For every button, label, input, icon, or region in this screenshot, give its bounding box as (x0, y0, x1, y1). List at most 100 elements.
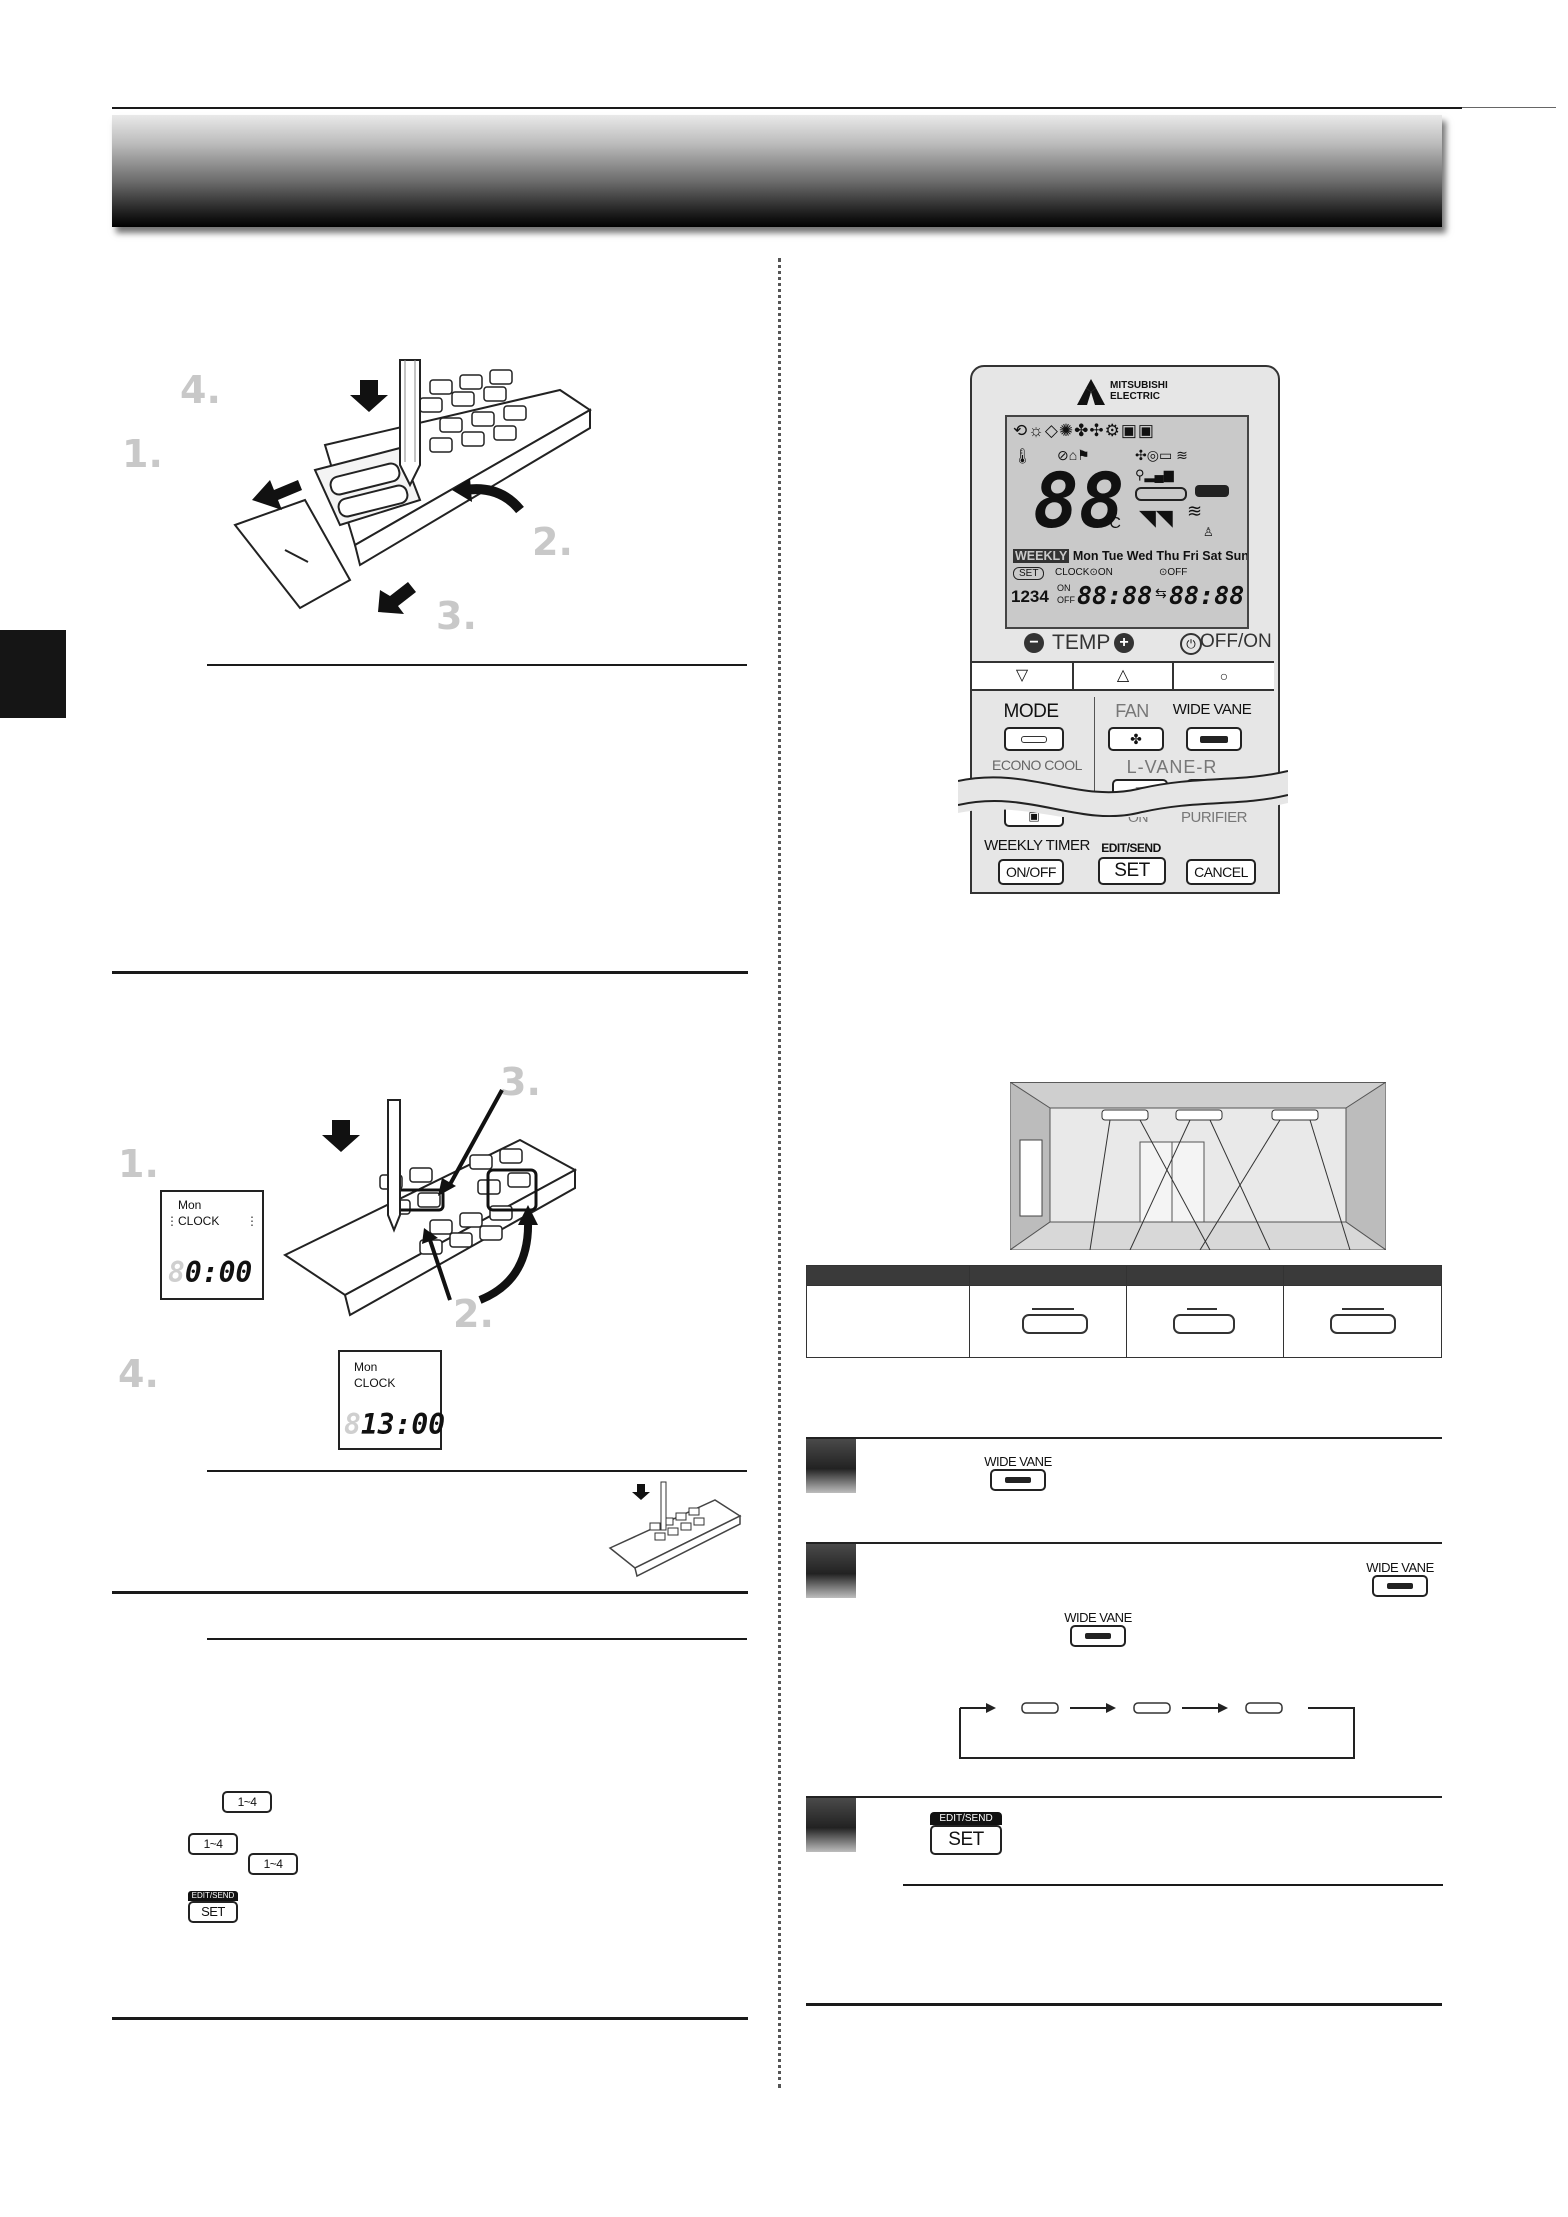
lcd-day-sat: Sat (1202, 549, 1222, 563)
mitsubishi-logo-icon (1077, 379, 1105, 405)
circle-button[interactable]: ○ (1219, 668, 1229, 684)
lcd-signal-icon: ⚲▂▄▆ (1135, 467, 1174, 482)
weekly-timer-label: WEEKLY TIMER (984, 837, 1090, 854)
lcd-day-wed: Wed (1126, 549, 1153, 563)
lcd-days: WEEKLY Mon Tue Wed Thu Fri Sat Sun (1013, 549, 1249, 563)
temp-minus-button[interactable]: − (1024, 633, 1044, 653)
lcd-day-mon: Mon (1072, 549, 1099, 563)
lcd-temp-unit: °C (1103, 515, 1121, 532)
battery-step-1: 1. (122, 432, 163, 476)
step2-wide-vane-key-b: WIDE VANE (1060, 1610, 1136, 1647)
clock-note-rule (207, 1470, 747, 1472)
lcd-home-icons: ⊘⌂⚑ (1057, 447, 1090, 463)
range-key-3: 1~4 (248, 1853, 298, 1875)
header-top-rule-tail (1462, 107, 1556, 108)
clock-lcd-before: Mon CLOCK ⋮ ⋮ 80:00 (160, 1190, 264, 1300)
lcd-before-label: CLOCK (178, 1214, 220, 1228)
step3-set-label: SET (930, 1825, 1002, 1855)
vane-cycle-diagram (959, 1702, 1355, 1759)
weekly-on-off-button[interactable]: ON/OFF (998, 859, 1064, 885)
lcd-time-left: 88:88 (1077, 581, 1153, 610)
lcd-after-ghost: 8 (344, 1408, 361, 1441)
right-note-rule (903, 1884, 1443, 1886)
step2b-key-label: WIDE VANE (1064, 1610, 1132, 1625)
step3-set-key: EDIT/SEND SET (930, 1812, 1002, 1856)
cutaway-wave (958, 770, 1288, 817)
vane-position-table (806, 1265, 1442, 1358)
step3-block (806, 1798, 856, 1852)
lcd-person-icon: ♙ (1203, 525, 1214, 539)
battery-step-4: 4. (180, 368, 221, 412)
clock-step-4: 4. (118, 1352, 159, 1396)
inline-edit-send-label: EDIT/SEND (188, 1891, 238, 1901)
clock-step-1: 1. (118, 1142, 159, 1186)
range-key-1: 1~4 (222, 1791, 272, 1813)
power-icon: ⏻ (1180, 633, 1202, 655)
temp-plus-button[interactable]: + (1114, 633, 1134, 653)
mode-button[interactable] (1004, 727, 1064, 751)
battery-section-end-rule (112, 971, 748, 974)
left-bottom-rule (112, 2017, 748, 2020)
up-button[interactable]: △ (1074, 663, 1174, 689)
edit-send-label: EDIT/SEND (1101, 841, 1161, 855)
set-button[interactable]: SET (1098, 857, 1166, 885)
battery-step-3: 3. (436, 594, 477, 638)
lcd-weekly: WEEKLY (1013, 549, 1070, 563)
lcd-louver-icons: ◥◥ (1139, 505, 1173, 530)
lcd-day-sun: Sun (1225, 549, 1249, 563)
weekly-note-rule (207, 1638, 747, 1640)
step3-rule (806, 1796, 1442, 1798)
clock-step-3: 3. (500, 1060, 541, 1104)
lcd-thermo-icon: 🌡 (1013, 448, 1033, 465)
vane-cell-left (969, 1285, 1127, 1358)
header-top-rule (112, 107, 1462, 109)
mini-remote-reset-drawing (608, 1481, 742, 1578)
side-tab (0, 630, 66, 718)
cancel-button[interactable]: CANCEL (1186, 859, 1256, 885)
brand-line2: ELECTRIC (1110, 391, 1160, 402)
vane-cell-right (1283, 1285, 1442, 1358)
lcd-airflow-icon: ≋ (1187, 501, 1203, 521)
lcd-before-time: 0:00 (184, 1256, 253, 1289)
wide-vane-button[interactable] (1186, 727, 1242, 751)
temp-label: TEMP (1052, 631, 1111, 654)
lcd-before-ghost: 8 (168, 1256, 185, 1289)
clock-section-end-rule (112, 1591, 748, 1594)
brand-line1: MITSUBISHI (1110, 380, 1168, 391)
lcd-before-day: Mon (178, 1198, 202, 1212)
lcd-after-label: CLOCK (354, 1376, 396, 1390)
clock-lcd-after: Mon CLOCK 813:00 (338, 1350, 446, 1450)
fan-label: FAN (1115, 701, 1149, 721)
clock-remote-drawing (282, 1089, 578, 1317)
lcd-day-tue: Tue (1101, 549, 1124, 563)
lcd-day-thu: Thu (1156, 549, 1180, 563)
nav-row: ▽ △ ○ (972, 661, 1274, 691)
step2a-key-label: WIDE VANE (1366, 1560, 1434, 1575)
lcd-off-tag: ⊙OFF (1159, 567, 1188, 578)
lcd-after-time: 13:00 (360, 1408, 446, 1441)
step2-wide-vane-key-a: WIDE VANE (1360, 1560, 1440, 1597)
lcd-mode-icons: ⟲☼◇✺✤✣⚙▣▣ (1013, 421, 1155, 440)
fan-button[interactable]: ✤ (1108, 727, 1164, 751)
mode-label: MODE (1003, 701, 1060, 722)
lcd-on-small: ON (1057, 583, 1071, 593)
power-label: OFF/ON (1200, 631, 1272, 652)
lcd-1234: 1234 (1011, 587, 1049, 606)
lcd-temperature: 88 (1033, 456, 1125, 545)
wide-vane-label: WIDE VANE (1172, 701, 1252, 718)
step2-rule (806, 1542, 1442, 1544)
down-button[interactable]: ▽ (972, 663, 1074, 689)
battery-step-2: 2. (532, 520, 573, 564)
inline-set-label: SET (188, 1901, 238, 1923)
lcd-set-tag: SET (1013, 567, 1045, 580)
header-band (112, 115, 1442, 227)
lcd-after-day: Mon (354, 1360, 378, 1374)
step1-wide-vane-key: WIDE VANE (980, 1454, 1056, 1491)
battery-remote-drawing (233, 359, 592, 614)
purifier-label: PURIFIER (1180, 809, 1248, 826)
battery-note-rule (207, 664, 747, 666)
step2-block (806, 1544, 856, 1598)
lcd-vane-icons (1135, 485, 1233, 501)
lcd-day-fri: Fri (1182, 549, 1199, 563)
l-vane-r-label: L-VANE-R (1126, 757, 1218, 777)
